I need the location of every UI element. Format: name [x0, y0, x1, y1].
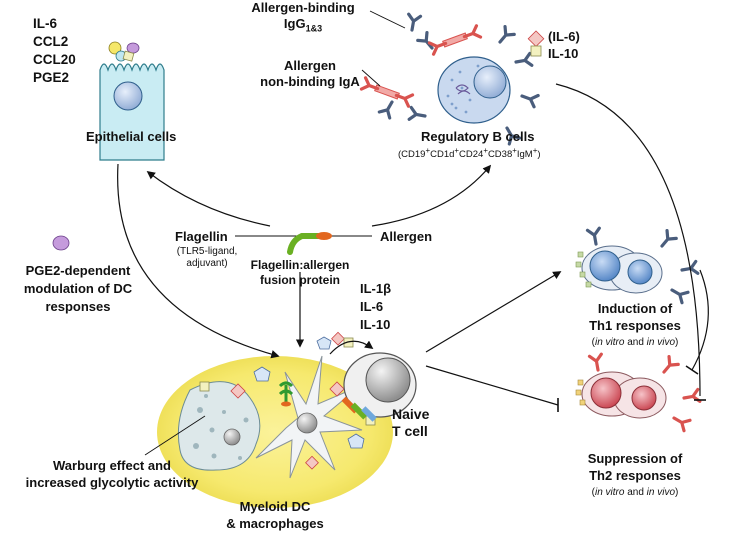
pge2-mod-line1: PGE2-dependent	[25, 263, 131, 278]
warburg-label: Warburg effect and increased glycolytic …	[2, 457, 222, 491]
pge2-mod-line3: responses	[45, 299, 111, 314]
iga-label-line2: non-binding IgA	[260, 74, 360, 89]
cytokine-label: CCL20	[33, 52, 76, 67]
igg-subscript: 1&3	[305, 23, 323, 34]
warburg-line2: increased glycolytic activity	[25, 475, 199, 490]
th2-note-and: and	[624, 487, 647, 498]
th2-label: Suppression of Th2 responses	[570, 450, 700, 484]
igg-label: Allergen-binding IgG1&3	[238, 0, 368, 37]
iga-antibody-cluster	[359, 24, 483, 108]
arrow-dc-to-tcell	[329, 340, 374, 355]
igg-label-line2: IgG1&3	[238, 16, 368, 37]
dc-macrophage-area	[157, 355, 393, 508]
pge2-mod-line2: modulation of DC	[23, 281, 133, 296]
iga-label-line1: Allergen	[283, 58, 336, 73]
th2-note: (in vitro and in vivo)	[591, 487, 679, 498]
epithelial-cell	[99, 63, 165, 161]
marker-sign: +	[512, 146, 517, 155]
cytokine-label: IL-6	[33, 16, 58, 31]
t-cell-line2: T cell	[392, 423, 428, 439]
th1-inhibit-bar	[685, 365, 699, 375]
igg-pointer-line	[369, 10, 406, 29]
flagellin-note-line2: adjuvant)	[186, 258, 228, 269]
cytokine-label: IL-10	[548, 46, 579, 61]
breg-inhibit-line	[555, 83, 701, 397]
naive-t-cell-label: Naive T cell	[392, 406, 429, 440]
marker-sign: +	[532, 146, 538, 155]
th1-line2: Th1 responses	[589, 318, 681, 333]
breg-marker-label: (CD19+CD1d+CD24+CD38+IgM+)	[398, 146, 541, 161]
breg-label: Regulatory B cells	[421, 129, 535, 144]
marker-sign: +	[454, 146, 460, 155]
flagellin-label: Flagellin	[175, 229, 228, 244]
cytokine-label: PGE2	[33, 70, 70, 85]
marker: CD38	[487, 149, 513, 161]
cytokine-label: IL-1β	[360, 281, 392, 296]
pge2-icon	[52, 235, 70, 251]
allergen-label: Allergen	[380, 229, 433, 244]
iga-label: Allergen non-binding IgA	[245, 58, 375, 90]
cytokine-label: (IL-6)	[548, 29, 580, 44]
th2-note-b: in vivo	[646, 487, 676, 498]
igg-label-line1: Allergen-binding	[251, 0, 355, 15]
th1-note-a: in vitro	[594, 337, 625, 348]
th1-note: (in vitro and in vivo)	[591, 337, 679, 348]
th1-cell-cluster	[575, 226, 700, 305]
marker: CD1d	[430, 149, 455, 161]
th2-note-a: in vitro	[594, 487, 625, 498]
marker: CD24	[459, 149, 484, 161]
dc-label: Myeloid DC & macrophages	[220, 498, 330, 532]
arrow-to-epithelial	[146, 170, 271, 227]
cytokine-label: IL-6	[360, 299, 384, 314]
flagellin-note-line1: (TLR5-ligand,	[176, 246, 238, 257]
dc-label-line1: Myeloid DC	[239, 499, 311, 514]
regulatory-b-cell	[437, 56, 511, 124]
marker: CD19	[401, 149, 426, 161]
cytokine-label: CCL2	[33, 34, 69, 49]
marker-sign: +	[483, 146, 488, 155]
arrow-to-breg	[371, 164, 492, 227]
marker: IgM	[516, 149, 533, 161]
th1-note-and: and	[624, 337, 647, 348]
fusion-protein-line2: fusion protein	[260, 273, 340, 287]
epithelial-label: Epithelial cells	[86, 129, 177, 144]
inhibit-th2-line	[425, 365, 559, 406]
naive-t-cell	[341, 352, 417, 422]
marker-sign: +	[425, 146, 431, 155]
warburg-pointer-line	[144, 415, 206, 456]
th1-note-b: in vivo	[646, 337, 676, 348]
arrow-epithelial-to-dc	[117, 163, 280, 359]
th2-line2: Th2 responses	[589, 468, 681, 483]
fusion-protein-line1: Flagellin:allergen	[250, 258, 350, 272]
dc-cytokine-list: IL-1β IL-6 IL-10	[360, 280, 391, 334]
cytokine-label: IL-10	[360, 317, 391, 332]
fusion-protein	[235, 232, 372, 255]
t-cell-line1: Naive	[392, 406, 430, 422]
igg-name: IgG	[283, 16, 306, 31]
th1-label: Induction of Th1 responses	[570, 300, 700, 334]
breg-cytokine-icons	[527, 30, 545, 57]
dc-label-line2: & macrophages	[226, 516, 324, 531]
th2-cell-cluster	[575, 352, 702, 433]
epithelial-cytokine-cluster	[108, 41, 140, 62]
th1-inhibit-line	[691, 269, 709, 371]
epithelial-cytokine-list: IL-6 CCL2 CCL20 PGE2	[33, 15, 76, 87]
flagellin-note: (TLR5-ligand, adjuvant)	[172, 246, 242, 270]
th2-line1: Suppression of	[587, 451, 683, 466]
th1-line1: Induction of	[597, 301, 673, 316]
dc-cytokine-icons	[316, 331, 354, 350]
pge2-modulation-label: PGE2-dependent modulation of DC response…	[20, 262, 136, 316]
arrows	[117, 83, 709, 412]
warburg-line1: Warburg effect and	[53, 458, 171, 473]
iga-pointer-line	[361, 69, 381, 87]
fusion-protein-label: Flagellin:allergen fusion protein	[240, 258, 360, 288]
arrow-to-th1	[425, 271, 562, 353]
breg-cytokine-list: (IL-6) IL-10	[548, 28, 580, 62]
